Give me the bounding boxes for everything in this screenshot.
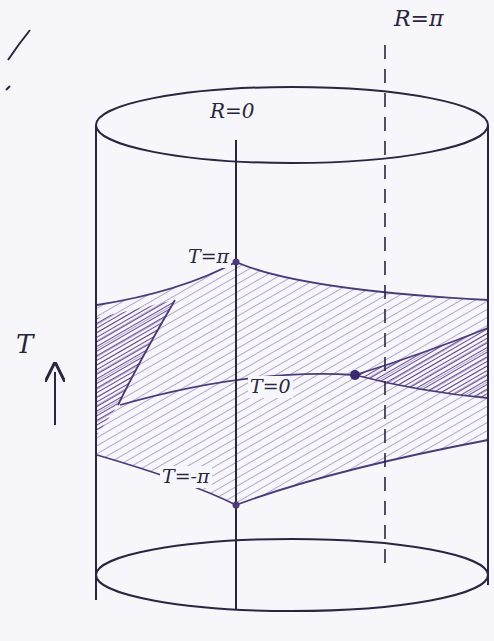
time-axis-label: T — [14, 330, 35, 360]
t-zero-label: T=0 — [248, 376, 293, 398]
r-pi-label: R=π — [392, 6, 445, 31]
t-minus-pi-label: T=-π — [160, 466, 212, 488]
t-pi-label: T=π — [186, 246, 231, 268]
r-zero-label: R=0 — [208, 100, 257, 123]
